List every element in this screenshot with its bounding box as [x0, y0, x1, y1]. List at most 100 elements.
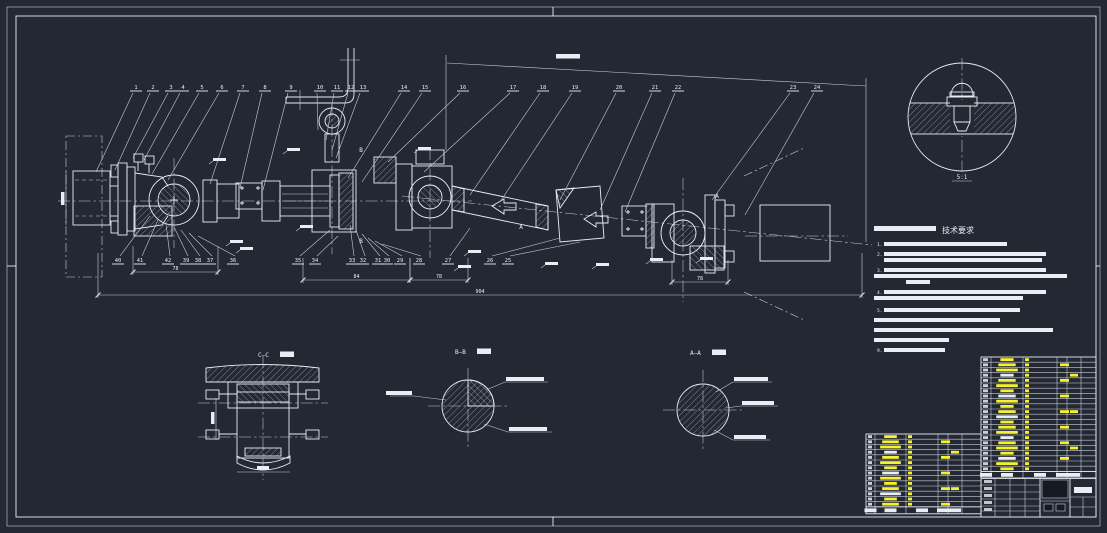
bom-qty-bar: [1025, 436, 1029, 439]
bom-name-bar: [882, 471, 899, 475]
section-view-aa: [663, 370, 778, 452]
leader-line: [173, 226, 189, 257]
cutting-plane-letter: A: [519, 224, 523, 231]
bom-qty-bar: [1025, 373, 1029, 377]
callout-number: 5: [200, 85, 203, 91]
callout-number: 22: [675, 85, 682, 91]
callout-number: 13: [360, 85, 367, 91]
bom-name-bar: [996, 368, 1018, 372]
detail-scale-label: 5:1: [957, 174, 968, 181]
bom-qty-bar: [1025, 358, 1029, 361]
bom-remark-bar: [1070, 373, 1078, 377]
finish-mark-bar: [545, 262, 558, 265]
left-phantom-outline: [61, 135, 118, 278]
callout-number: 21: [652, 85, 659, 91]
signature-bar: [984, 487, 992, 490]
bom-code-bar: [868, 435, 872, 438]
drawing-number-cell: [1041, 479, 1069, 499]
callout-number: 15: [422, 85, 429, 91]
rotation-arrow: [583, 211, 609, 228]
bom-material-bar: [941, 502, 950, 506]
dimension-text-bar: [556, 54, 580, 59]
bom-code-bar: [983, 410, 988, 413]
bom-qty-bar: [1025, 405, 1029, 408]
callout-number: 32: [360, 258, 367, 264]
callout-number: 19: [572, 85, 579, 91]
dimension-label: 78: [172, 266, 178, 272]
inner-border: [15, 15, 1097, 518]
tech-heading-bar: [874, 226, 936, 231]
bom-code-bar: [983, 431, 988, 434]
bom-name-bar: [882, 456, 899, 459]
bom-code-bar: [868, 466, 872, 470]
callout-number: 9: [289, 85, 292, 91]
right-phantom-hub: [759, 204, 831, 262]
callout-number: 35: [295, 258, 302, 264]
leader-line: [599, 92, 653, 211]
bom-code-bar: [983, 425, 988, 429]
bom-qty-bar: [908, 440, 912, 444]
bom-code-bar: [983, 389, 988, 393]
bom-qty-bar: [1025, 457, 1029, 460]
bom-material-bar: [1060, 441, 1069, 445]
bom-code-bar: [983, 457, 988, 460]
leader-line: [559, 92, 617, 201]
leader-line: [316, 235, 339, 257]
bom-qty-bar: [1025, 420, 1029, 424]
section-title: B—B: [455, 349, 466, 356]
callout-number: 42: [165, 258, 172, 264]
leader-line: [711, 92, 791, 201]
bom-name-bar: [1000, 358, 1014, 361]
leader-line: [188, 232, 213, 257]
parts-list-right: [980, 356, 1097, 479]
bom-qty-bar: [1025, 462, 1029, 465]
bom-qty-bar: [1025, 410, 1029, 413]
bom-material-bar: [941, 487, 950, 490]
bom-code-bar: [868, 482, 872, 485]
leader-line: [355, 229, 366, 257]
bom-header-bar: [1068, 473, 1080, 477]
callout-number: 23: [790, 85, 797, 91]
bom-qty-bar: [1025, 363, 1029, 367]
callout-number: 31: [375, 258, 382, 264]
bom-name-bar: [1000, 373, 1014, 377]
finish-mark-bar: [650, 258, 663, 261]
callout-number: 29: [397, 258, 404, 264]
bom-name-bar: [998, 457, 1016, 460]
bom-name-bar: [880, 492, 901, 496]
tech-requirements-title: 技术要求: [942, 225, 974, 235]
bom-material-bar: [941, 456, 950, 459]
bom-material-bar: [1060, 379, 1069, 382]
bom-material-bar: [1060, 457, 1069, 460]
leader-line: [367, 237, 390, 257]
grease-fitting-boss: [318, 107, 346, 135]
bom-qty-bar: [908, 456, 912, 459]
bom-code-bar: [868, 471, 872, 475]
dimension-label: 904: [475, 289, 484, 295]
bom-code-bar: [983, 467, 988, 471]
bom-qty-bar: [908, 482, 912, 485]
bom-code-bar: [868, 456, 872, 459]
bom-code-bar: [983, 415, 988, 419]
bom-header-bar: [937, 508, 949, 513]
callout-number: 16: [460, 85, 467, 91]
tech-item-number: 4.: [877, 290, 883, 296]
leader-line: [180, 229, 201, 257]
leader-line: [141, 219, 159, 257]
main-assembly-view: [58, 48, 873, 321]
bom-material-bar: [1060, 363, 1069, 367]
rear-shaft-tube: [451, 185, 655, 249]
tech-item-text-bar: [884, 268, 1046, 272]
universal-joint-middle: [408, 175, 452, 219]
callout-number: 8: [263, 85, 266, 91]
cutting-plane-letter: B: [359, 147, 363, 154]
callout-number: 41: [137, 258, 144, 264]
callout-number: 37: [207, 258, 214, 264]
bom-qty-bar: [1025, 431, 1029, 434]
bom-name-bar: [882, 487, 899, 490]
rotation-arrow: [491, 198, 517, 215]
leader-line: [449, 227, 471, 257]
bom-code-bar: [983, 446, 988, 450]
leader-line: [624, 92, 676, 213]
